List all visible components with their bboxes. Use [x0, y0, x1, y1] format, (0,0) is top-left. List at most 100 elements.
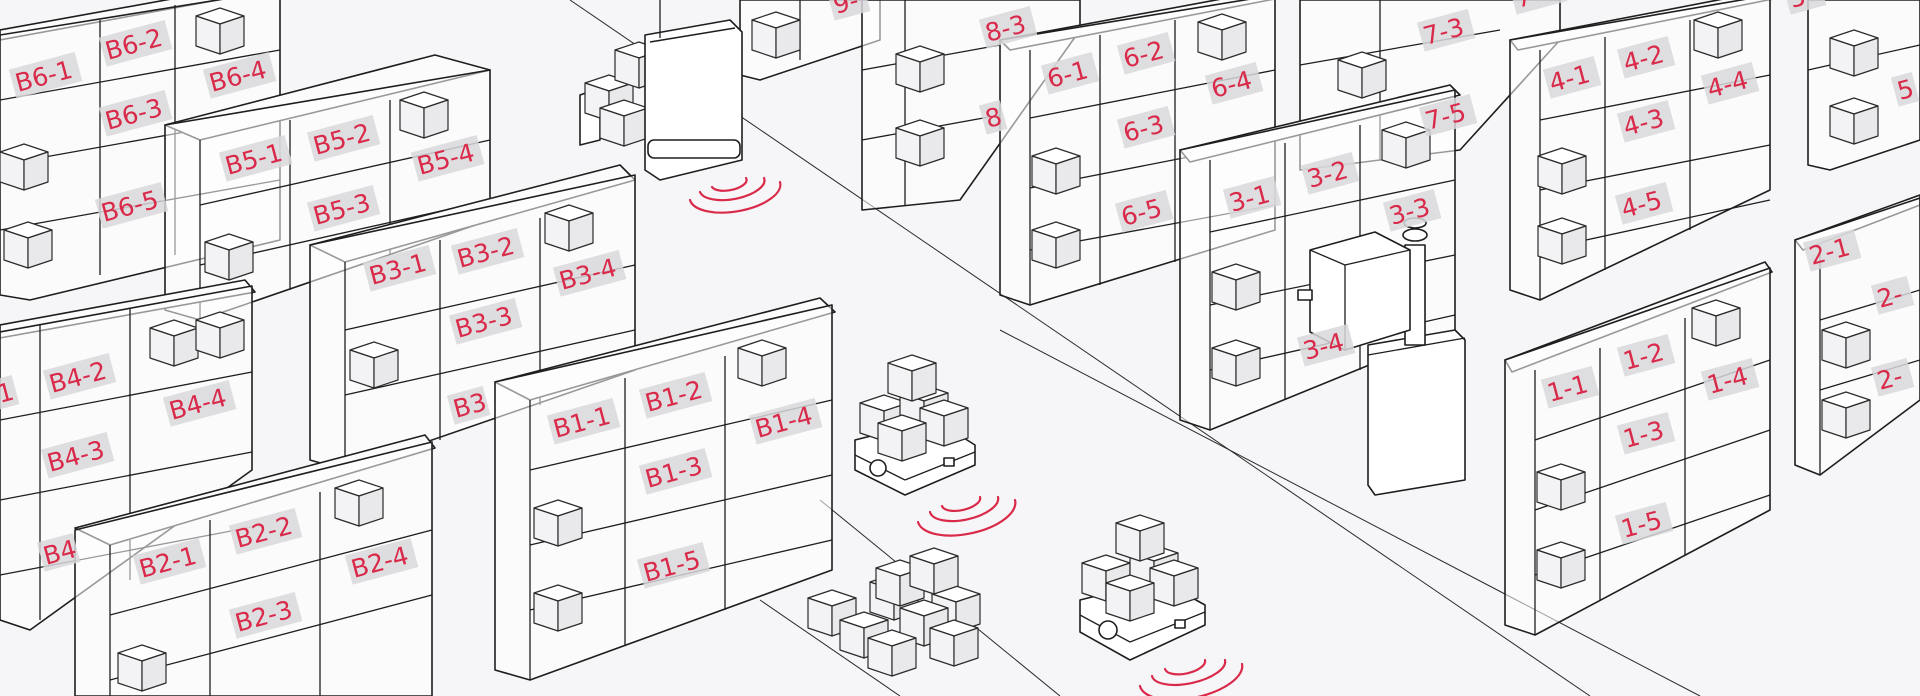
cardboard-box-icon	[533, 499, 583, 547]
cardboard-box-icon	[349, 341, 399, 389]
bin-label-chip	[132, 537, 207, 585]
cardboard-box-icon	[1197, 13, 1247, 61]
bin-label-chip	[40, 431, 115, 479]
bin-label-chip	[1616, 412, 1676, 455]
cardboard-box-icon	[3, 221, 53, 269]
bin-label: 2-	[1870, 358, 1915, 397]
cardboard-box-icon	[1829, 29, 1879, 77]
bin-label-chip	[98, 19, 173, 67]
bin-label-chip	[546, 397, 621, 445]
bin-label-chip	[748, 397, 823, 445]
carrier-robot-icon	[1079, 514, 1206, 661]
cardboard-box-icon	[533, 584, 583, 632]
bin-label-chip	[978, 100, 1008, 135]
bin-label-chip	[448, 297, 523, 345]
bin-label-chip	[638, 447, 713, 495]
carrier-robot-icon	[854, 354, 976, 496]
bin-label-chip	[1870, 276, 1915, 315]
wireless-signal-icon	[688, 176, 782, 214]
bin-label-chip	[1700, 358, 1760, 401]
cardboard-box-icon	[1691, 299, 1741, 347]
cardboard-box-icon	[399, 91, 449, 139]
bin-label: B6-3	[98, 89, 173, 137]
bin-label-chip	[228, 591, 303, 639]
bin-label: 3-1	[1222, 176, 1282, 219]
bin-label: B3	[446, 386, 491, 425]
bin-label-chip	[978, 6, 1038, 49]
cardboard-box-icon	[751, 11, 801, 59]
cardboard-box-icon	[1031, 221, 1081, 269]
bin-label: 3-3	[1382, 189, 1442, 232]
cardboard-box-icon	[544, 204, 594, 252]
bin-label-chip	[1040, 52, 1100, 95]
bin-label-chip	[1802, 229, 1862, 272]
cardboard-box-icon	[204, 233, 254, 281]
shelf-B5	[164, 54, 491, 321]
cardboard-box-icon	[117, 644, 167, 692]
cardboard-box-icon	[1211, 263, 1261, 311]
bin-label-chip	[306, 184, 381, 232]
cardboard-box-icon	[895, 119, 945, 167]
bin-label-chip	[1542, 56, 1602, 99]
bin-label-chip	[1616, 36, 1676, 79]
bin-label: 1-3	[1616, 412, 1676, 455]
wireless-signal-icon	[1138, 658, 1244, 696]
shelf-1	[1504, 261, 1773, 636]
bin-label-chip	[1890, 72, 1920, 107]
bin-label-chip	[1418, 94, 1478, 137]
cardboard-box-icon	[1693, 11, 1743, 59]
bin-label-chip	[410, 134, 485, 182]
bin-label-chip	[0, 375, 20, 410]
cardboard-box-icon	[1536, 541, 1586, 589]
bin-label-chip	[98, 89, 173, 137]
bin-label-chip	[1300, 152, 1360, 195]
cardboard-box-icon	[1537, 147, 1587, 195]
bin-label-chip	[36, 533, 81, 572]
bin-label-chip	[42, 352, 117, 400]
cardboard-box-icon	[1537, 217, 1587, 265]
cardboard-box-icon	[1821, 391, 1871, 439]
bin-label-chip	[1614, 182, 1674, 225]
cardboard-box-icon	[1536, 463, 1586, 511]
bin-label: 6-4	[1204, 62, 1264, 105]
cardboard-box-icon	[0, 143, 49, 191]
bin-label: 3-4	[1296, 324, 1356, 367]
bin-label-chip	[1616, 100, 1676, 143]
bin-label-chip	[1700, 62, 1760, 105]
bin-label-chip	[306, 114, 381, 162]
box-pile-icon	[807, 547, 981, 677]
bin-label-chip	[162, 379, 237, 427]
cardboard-box-icon	[195, 7, 245, 55]
bin-label: 2-	[1870, 276, 1915, 315]
forklift-robot-icon	[579, 0, 743, 181]
bin-label-chip	[1204, 62, 1264, 105]
bin-label-chip	[826, 0, 871, 21]
bin-label-chip	[1616, 334, 1676, 377]
bin-label-chip	[1540, 366, 1600, 409]
bin-label: 6-1	[1040, 52, 1100, 95]
cardboard-box-icon	[895, 45, 945, 93]
bin-label-text: 9-	[830, 0, 862, 20]
wireless-signal-icon	[916, 495, 1017, 537]
lift-robot-icon	[1297, 217, 1466, 496]
bin-label-chip	[638, 371, 713, 419]
bin-label-chip	[362, 244, 437, 292]
bin-label-chip	[1782, 0, 1827, 15]
bin-label-chip	[1222, 176, 1282, 219]
bin-label: 8	[978, 100, 1008, 135]
bin-label: 9-	[826, 0, 871, 21]
cardboard-box-icon	[1031, 147, 1081, 195]
bin-label: 1	[0, 375, 20, 410]
shelf-5	[1807, 0, 1920, 171]
cardboard-box-icon	[195, 311, 245, 359]
shelf-2	[1794, 194, 1920, 476]
bin-label-chip	[1116, 32, 1176, 75]
cardboard-box-icon	[1337, 51, 1387, 99]
cardboard-box-icon	[1821, 321, 1871, 369]
bin-label-chip	[218, 134, 293, 182]
bin-label-chip	[1416, 9, 1476, 52]
bin-label-chip	[1114, 190, 1174, 233]
